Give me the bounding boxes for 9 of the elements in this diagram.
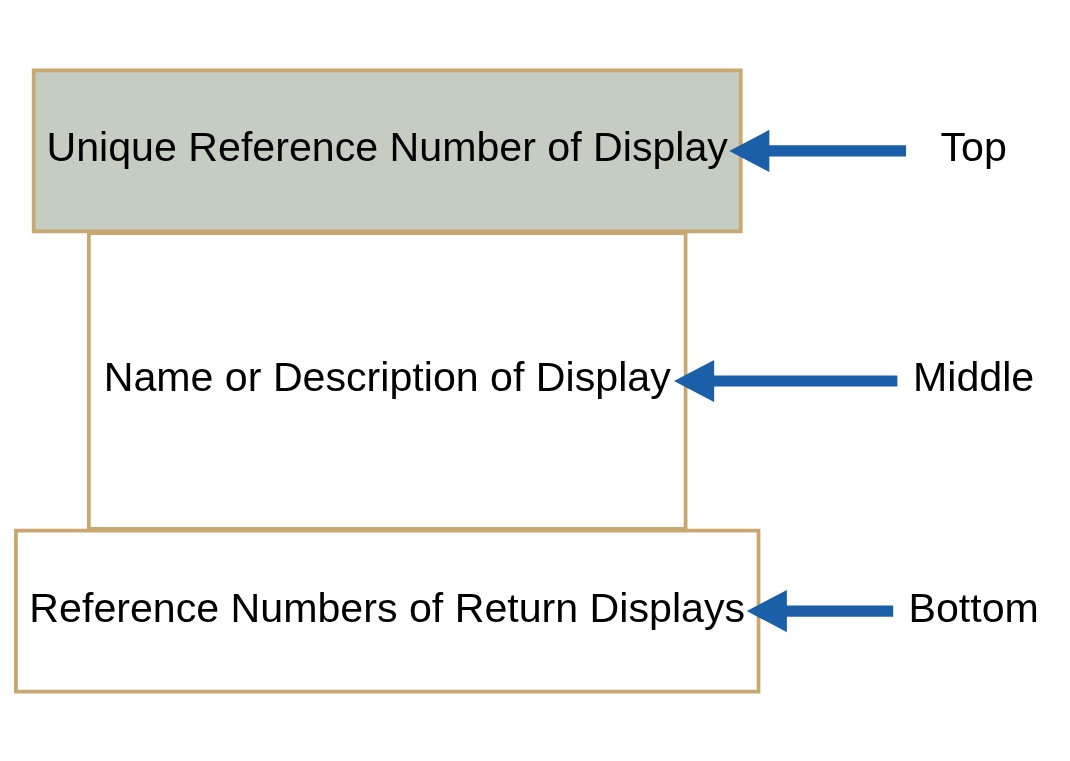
node-box: Unique Reference Number of Display bbox=[31, 68, 743, 233]
node-box: Name or Description of Display bbox=[87, 230, 688, 531]
node-text: Middle bbox=[913, 353, 1035, 400]
node-text: Top bbox=[940, 123, 1007, 170]
arrow bbox=[674, 359, 898, 402]
arrow bbox=[729, 129, 907, 172]
node-box: Reference Numbers of Return Displays bbox=[14, 528, 761, 693]
arrow bbox=[746, 589, 894, 632]
node-text: Bottom bbox=[908, 584, 1039, 631]
